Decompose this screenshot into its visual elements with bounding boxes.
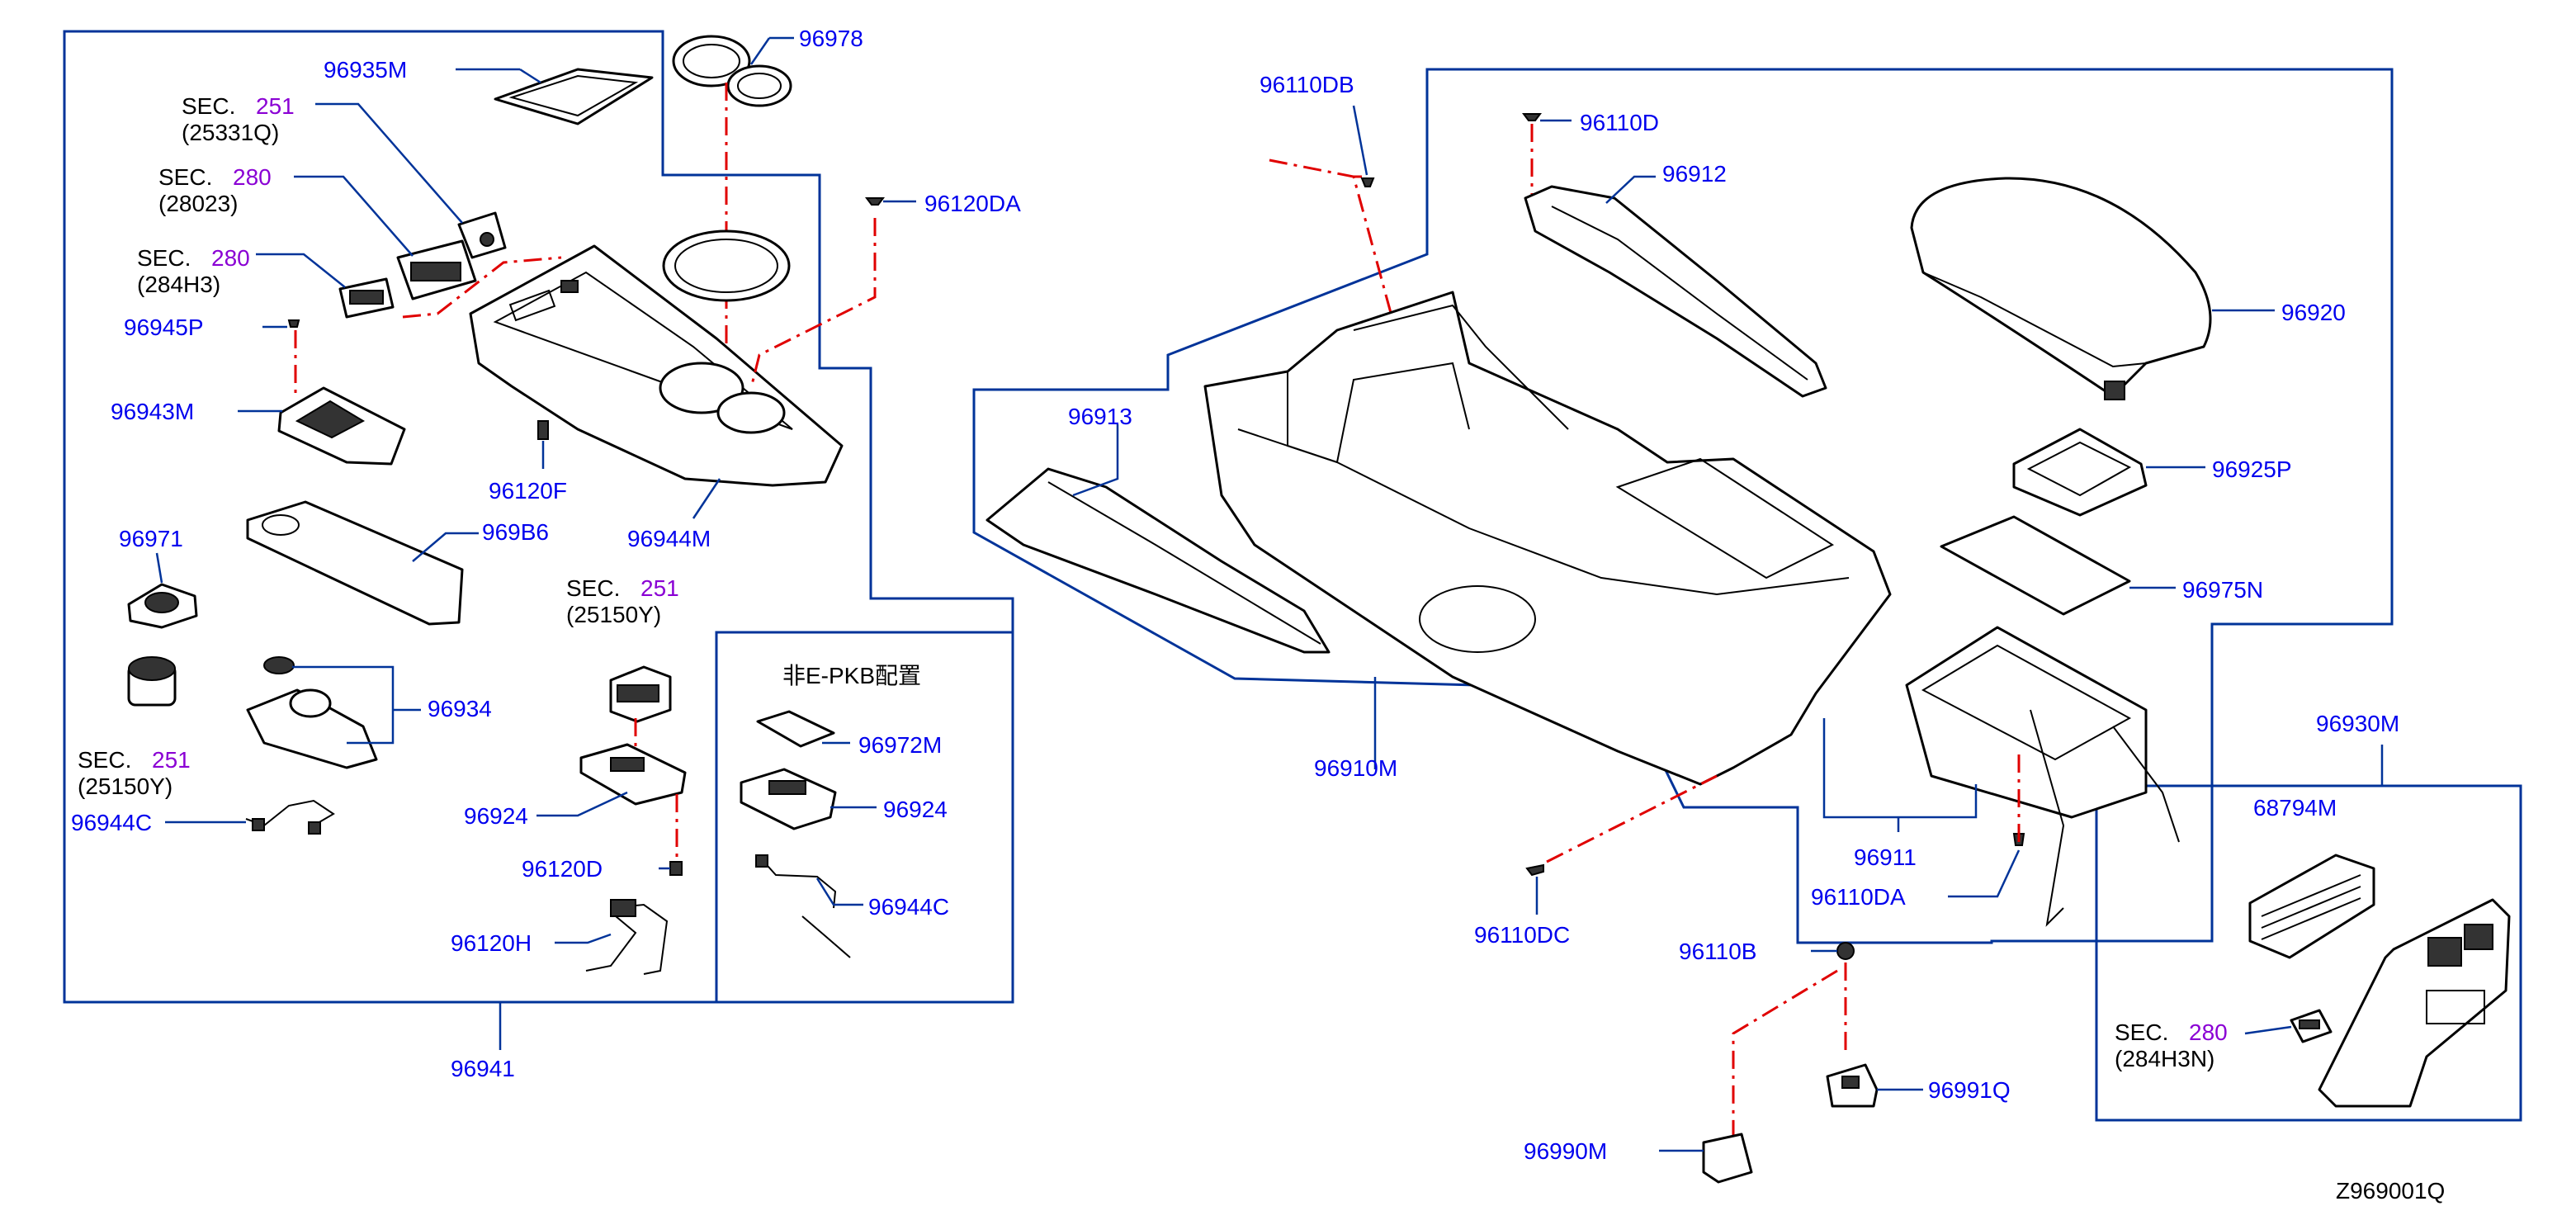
label-sec-left-1-code: (25331Q) <box>182 120 279 145</box>
part-96913-side <box>985 467 1331 654</box>
label-96120D: 96120D <box>522 856 603 882</box>
left-assembly-frame <box>63 30 1014 1004</box>
label-96912: 96912 <box>1662 161 1727 187</box>
label-96120F: 96120F <box>489 478 567 504</box>
part-96944C-harness-left <box>245 799 335 835</box>
part-96110DC-clip <box>1525 863 1544 877</box>
label-96945P: 96945P <box>124 315 204 340</box>
label-sec-right-word: SEC. <box>2115 1019 2168 1045</box>
part-96910M-console <box>1203 291 1892 786</box>
label-sec-left-3-num: 280 <box>211 245 250 271</box>
part-68794M-vent <box>2248 854 2375 959</box>
label-sec-left-3-code: (284H3) <box>137 272 220 297</box>
part-96912-rail <box>1524 185 1827 398</box>
label-969B6: 969B6 <box>482 519 549 545</box>
label-96110DB: 96110DB <box>1260 72 1354 97</box>
part-96110D-clip <box>1522 113 1542 121</box>
part-96120DA-screw <box>865 197 885 206</box>
part-96110B-clip <box>1836 942 1855 960</box>
label-96991Q: 96991Q <box>1928 1077 2011 1103</box>
part-96935M <box>494 68 654 125</box>
label-96990M: 96990M <box>1524 1138 1607 1164</box>
label-96930M: 96930M <box>2316 711 2399 736</box>
label-96110B: 96110B <box>1679 939 1756 964</box>
label-sec-mid-word: SEC. <box>566 575 620 601</box>
part-dial-25150Y-left <box>127 656 177 707</box>
label-96924-right: 96924 <box>883 797 948 822</box>
part-96120D-screw <box>669 861 683 876</box>
label-96920: 96920 <box>2281 300 2346 325</box>
label-96935M: 96935M <box>324 57 407 83</box>
label-96110D: 96110D <box>1580 110 1659 135</box>
label-96971: 96971 <box>119 526 183 551</box>
label-96944C-right: 96944C <box>868 894 949 920</box>
label-96972M: 96972M <box>858 732 942 758</box>
part-rear-panel <box>2318 898 2511 1108</box>
part-96934 <box>246 656 378 769</box>
part-switch-28023 <box>396 239 477 300</box>
label-96120DA: 96120DA <box>924 191 1021 216</box>
label-96941: 96941 <box>451 1056 515 1081</box>
label-96924-left: 96924 <box>464 803 528 829</box>
label-96913: 96913 <box>1068 404 1132 429</box>
part-96925P-tray <box>2012 428 2148 517</box>
label-non-epkb-title: 非E-PKB配置 <box>782 663 921 688</box>
label-sec-left-4-code: (25150Y) <box>78 773 173 799</box>
label-96110DA: 96110DA <box>1811 884 1906 910</box>
vent-subframe <box>2095 784 2522 1122</box>
part-96943M <box>277 386 406 466</box>
label-96975N: 96975N <box>2182 577 2263 603</box>
part-96944C-harness-right <box>755 854 851 958</box>
part-switch-25331Q <box>457 211 507 259</box>
part-96975N-mat <box>1940 515 2131 616</box>
label-96943M: 96943M <box>111 399 194 424</box>
label-sec-right-code: (284H3N) <box>2115 1046 2214 1071</box>
label-sec-left-2-word: SEC. <box>158 164 212 190</box>
part-96972M <box>756 710 835 748</box>
label-sec-left-4-num: 251 <box>152 747 191 773</box>
part-969B6 <box>246 500 464 626</box>
label-96925P: 96925P <box>2212 456 2292 482</box>
part-96924-left <box>579 743 687 806</box>
part-96971-knob <box>127 583 198 629</box>
part-96120H-harness <box>585 899 669 975</box>
label-96911: 96911 <box>1854 844 1917 870</box>
label-sec-left-1-word: SEC. <box>182 93 235 119</box>
label-68794M: 68794M <box>2253 795 2337 821</box>
part-96920-armrest <box>1910 177 2212 400</box>
label-96944C-left: 96944C <box>71 810 152 835</box>
part-96924-right <box>740 768 837 830</box>
part-96991Q-bracket <box>1826 1063 1879 1108</box>
right-assembly-frame <box>972 68 2394 944</box>
part-96945P <box>287 319 300 328</box>
label-sec-left-1-num: 251 <box>256 93 295 119</box>
label-sec-mid-code: (25150Y) <box>566 602 661 627</box>
part-switch-25150Y-mid <box>609 665 672 723</box>
part-96990M-bracket <box>1702 1133 1753 1184</box>
non-epkb-subframe <box>715 631 1014 1004</box>
part-96944M-finisher <box>469 244 844 487</box>
label-96934: 96934 <box>428 696 492 721</box>
label-sec-left-4-word: SEC. <box>78 747 131 773</box>
part-96110DB-clip <box>1360 177 1375 187</box>
label-sec-left-3-word: SEC. <box>137 245 191 271</box>
label-diagram-id: Z969001Q <box>2336 1178 2445 1204</box>
part-usb-284H3N <box>2290 1009 2333 1043</box>
label-96978: 96978 <box>799 26 863 51</box>
part-96120F-clip <box>537 420 549 440</box>
label-sec-left-2-num: 280 <box>233 164 272 190</box>
part-96911-pocket <box>1905 626 2180 927</box>
label-96120H: 96120H <box>451 930 532 956</box>
label-sec-mid-num: 251 <box>640 575 679 601</box>
label-96944M: 96944M <box>627 526 711 551</box>
label-sec-left-2-code: (28023) <box>158 191 239 216</box>
label-96110DC: 96110DC <box>1474 922 1570 948</box>
label-96910M: 96910M <box>1314 755 1397 781</box>
label-sec-right-num: 280 <box>2189 1019 2228 1045</box>
part-usb-284H3 <box>338 277 395 319</box>
part-96978 <box>672 35 792 107</box>
